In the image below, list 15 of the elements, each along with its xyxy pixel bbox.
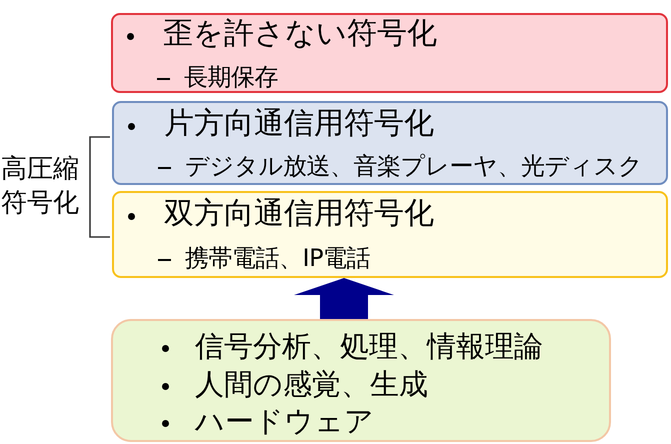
list-item: 双方向通信用符号化 [164,196,434,232]
sub-item: 長期保存 [184,62,278,92]
sub-item: デジタル放送、音楽プレーヤ、光ディスク [185,152,642,180]
list-item: 信号分析、処理、情報理論 [195,328,543,364]
list-item: ハードウェア [195,404,374,438]
list-item: 人間の感覚、生成 [195,366,428,402]
list-panel [111,319,611,442]
group-label: 高圧縮符号化 [1,153,80,220]
list-panel [112,101,668,185]
block-arrow [294,278,394,319]
sub-item: 携帯電話、IP電話 [185,244,370,272]
list-item: 片方向通信用符号化 [164,106,434,142]
list-item: 歪を許さない符号化 [163,16,437,52]
list-panel [111,13,668,93]
list-panel [112,191,668,278]
